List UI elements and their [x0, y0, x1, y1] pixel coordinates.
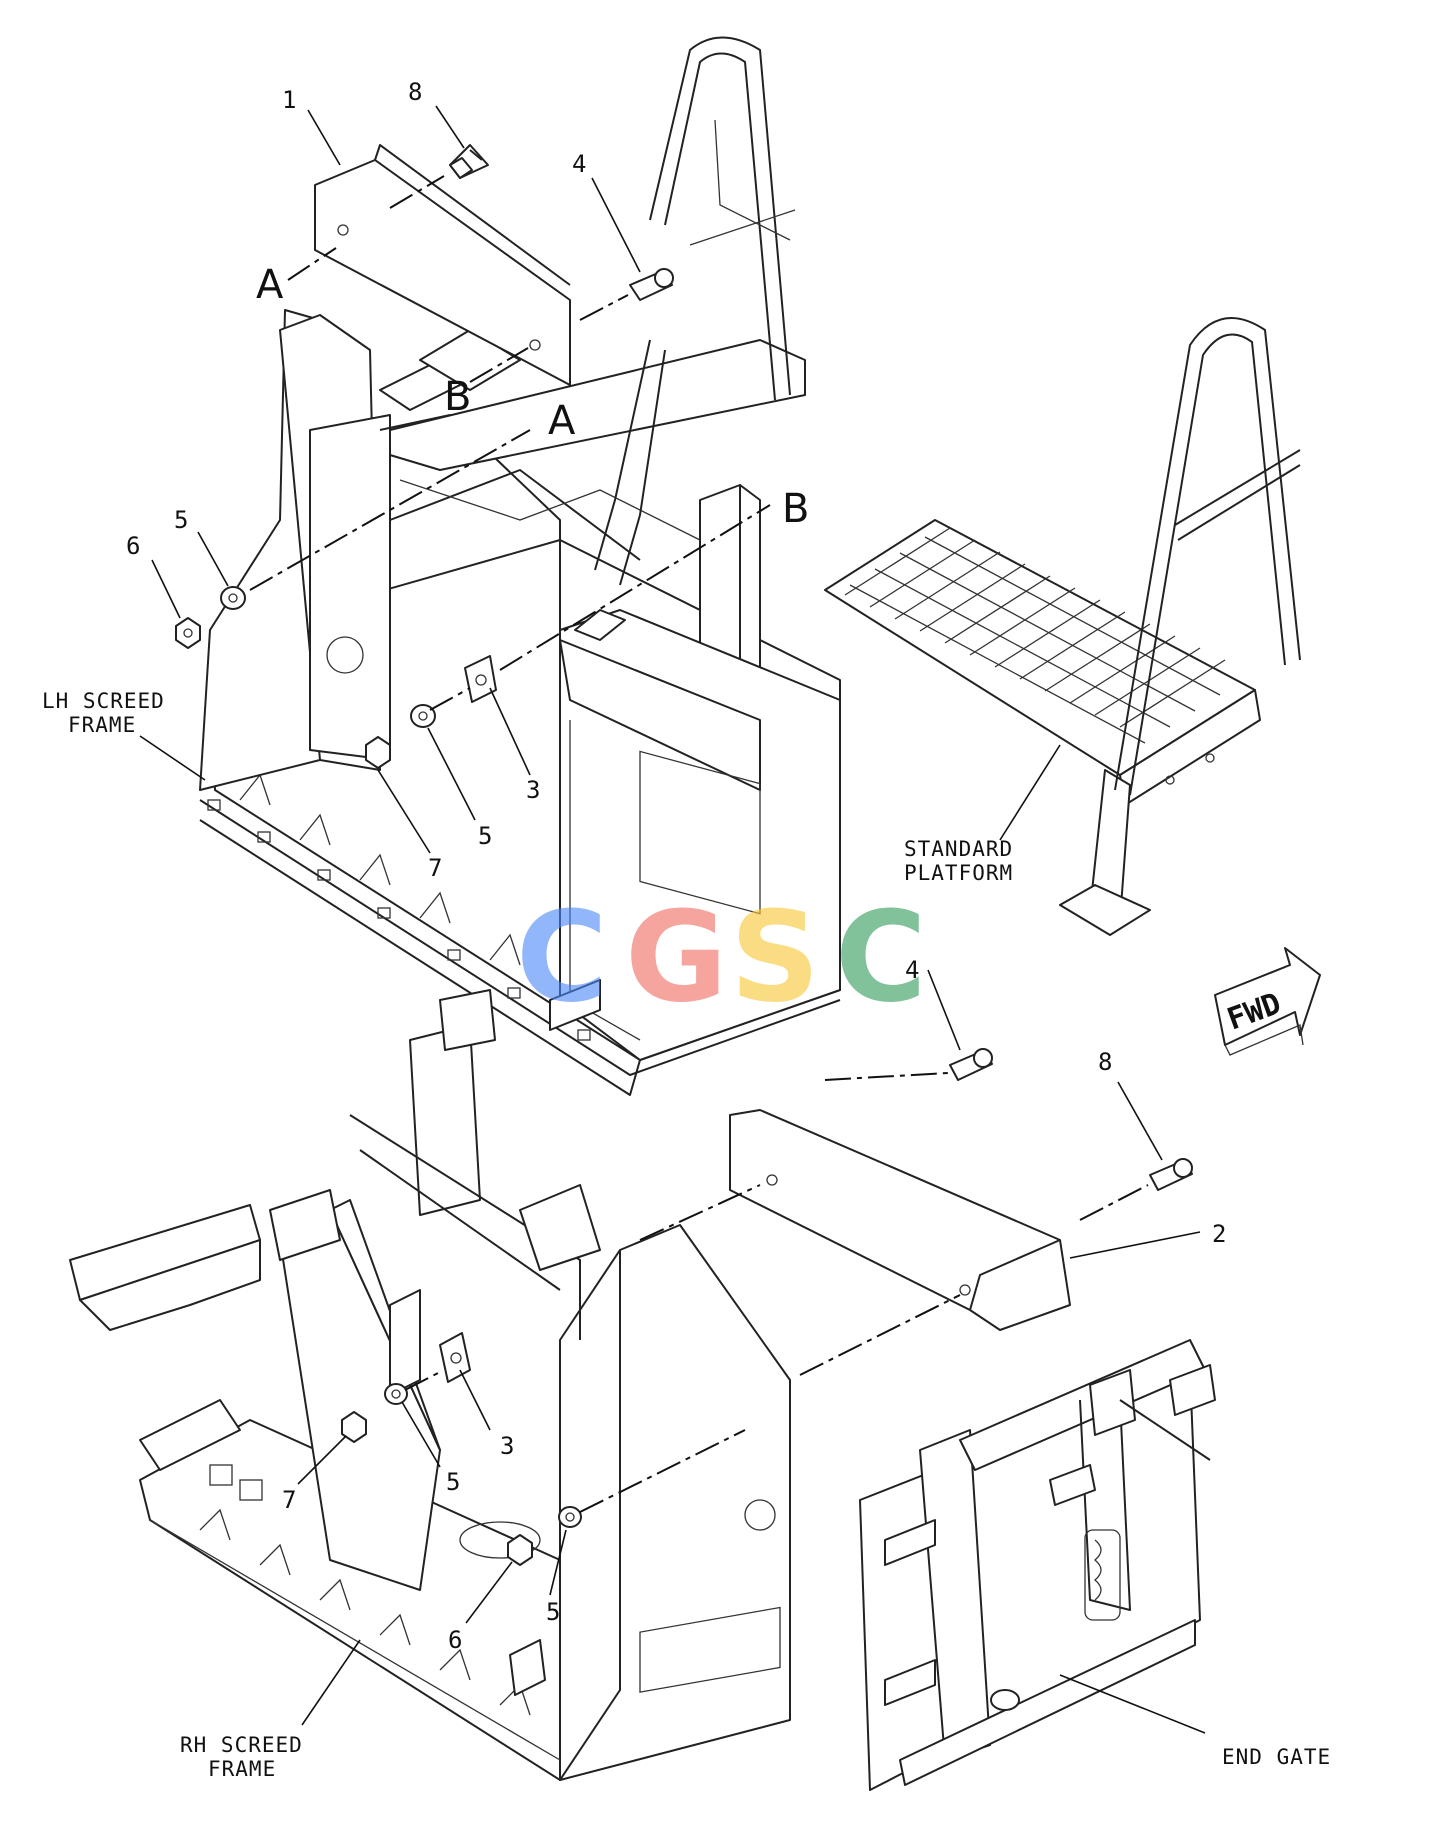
- callout-3-upper: 3: [526, 776, 540, 804]
- part-3-plate-lower: [439, 1332, 471, 1383]
- lh-screed-frame-label-line1: LH SCREED: [42, 689, 165, 713]
- watermark-letter-1: C: [516, 885, 608, 1030]
- callout-5-upper-mid: 5: [478, 822, 492, 850]
- lh-screed-frame-drawing: [199, 36, 841, 1096]
- callout-8-lower: 8: [1098, 1048, 1112, 1076]
- letter-a-upper: A: [256, 262, 284, 308]
- rh-screed-frame-label-line2: FRAME: [208, 1757, 276, 1781]
- part-2-mounting-plate: [729, 1109, 1071, 1331]
- callout-5-lower-upper: 5: [446, 1468, 460, 1496]
- cgsc-watermark: C G S C: [516, 885, 927, 1030]
- part-6-nut-upper: [175, 617, 201, 649]
- fwd-arrow: FWD: [1214, 947, 1321, 1056]
- callout-5-lower-lower: 5: [546, 1598, 560, 1626]
- part-7-nut-lower: [341, 1411, 367, 1443]
- section-letters: A B A B: [256, 262, 809, 532]
- standard-platform-label-line2: PLATFORM: [904, 861, 1013, 885]
- part-3-plate-upper: [464, 655, 497, 703]
- callout-3-lower: 3: [500, 1432, 514, 1460]
- watermark-letter-4: C: [835, 885, 927, 1030]
- part-6-nut-lower: [507, 1534, 533, 1566]
- leader-lines: [139, 105, 1206, 1734]
- end-gate-drawing: [859, 1339, 1216, 1791]
- callout-2: 2: [1212, 1220, 1226, 1248]
- part-8-bolt-upper: [449, 144, 489, 179]
- rh-screed-frame-label-line1: RH SCREED: [180, 1733, 303, 1757]
- watermark-letter-3: S: [730, 885, 820, 1030]
- part-5-washer-upper-mid: [410, 704, 436, 728]
- part-4-bolt-lower: [949, 1048, 993, 1081]
- part-5-washer-lower-upper: [384, 1383, 408, 1405]
- rh-screed-frame-drawing: [69, 989, 791, 1781]
- lh-screed-frame-label-line2: FRAME: [68, 713, 136, 737]
- part-4-bolt-upper: [629, 268, 674, 301]
- callout-5-upper-left: 5: [174, 506, 188, 534]
- callout-7-upper: 7: [428, 854, 442, 882]
- part-labels: LH SCREED FRAME STANDARD PLATFORM RH SCR…: [42, 689, 1331, 1781]
- callout-8-upper: 8: [408, 78, 422, 106]
- part-5-washer-upper-left: [220, 586, 246, 610]
- end-gate-label: END GATE: [1222, 1745, 1331, 1769]
- callout-7-lower: 7: [282, 1486, 296, 1514]
- callout-4-lower: 4: [905, 956, 919, 984]
- part-5-washer-lower-lower: [558, 1506, 582, 1528]
- watermark-letter-2: G: [625, 885, 728, 1030]
- part-1-mounting-plate: [314, 144, 571, 386]
- callout-6-upper: 6: [126, 532, 140, 560]
- callout-6-lower: 6: [448, 1626, 462, 1654]
- callout-1: 1: [282, 86, 296, 114]
- callout-numbers: 1 8 4 6 5 3 5 7 4 8 2 3 5 7 6 5: [126, 78, 1226, 1654]
- callout-4-upper: 4: [572, 150, 586, 178]
- assembly-centerlines: [249, 175, 1149, 1513]
- letter-b-right: B: [782, 486, 809, 532]
- letter-a-right: A: [548, 398, 576, 444]
- letter-b-upper: B: [444, 374, 471, 420]
- part-7-nut-upper: [365, 736, 391, 769]
- standard-platform-label-line1: STANDARD: [904, 837, 1013, 861]
- standard-platform-drawing: [824, 317, 1301, 936]
- part-8-bolt-lower: [1149, 1158, 1193, 1191]
